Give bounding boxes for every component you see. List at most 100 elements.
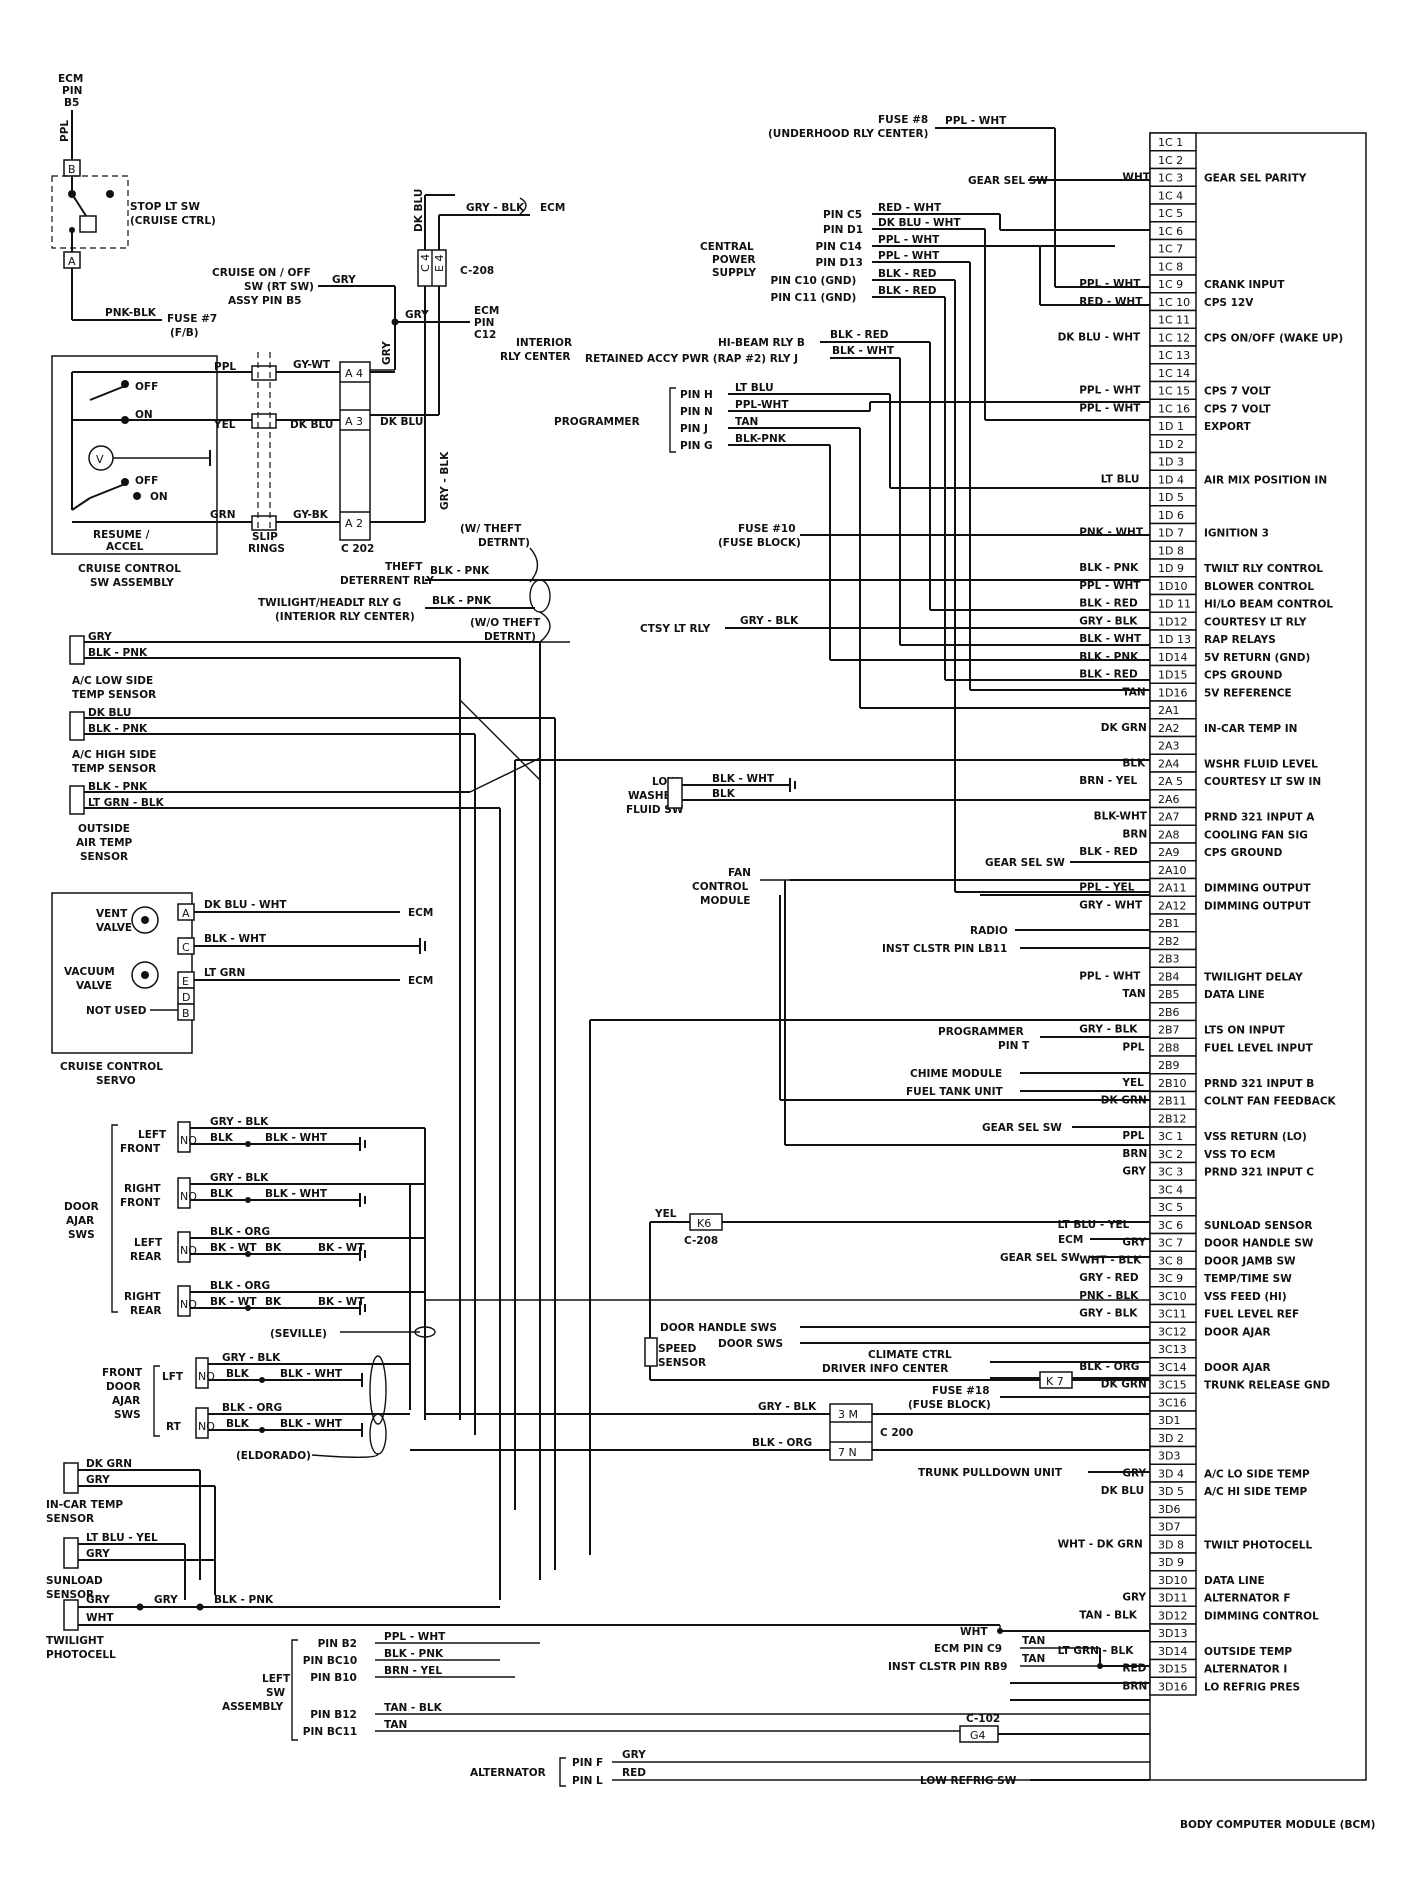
bcm-function-label: CPS GROUND	[1204, 847, 1283, 859]
front-door-wire-label: GRY - BLK	[222, 1352, 281, 1364]
left-sw-pin-label: PIN BC10	[303, 1655, 357, 1667]
twilight-wire-3: BLK - PNK	[214, 1594, 274, 1606]
bcm-function-label: LO REFRIG PRES	[1204, 1681, 1300, 1693]
door-switch	[177, 1177, 191, 1209]
bcm-wire-label: PPL - WHT	[1079, 970, 1141, 982]
bcm-function-label: AIR MIX POSITION IN	[1204, 474, 1327, 486]
bcm-wire-label: PPL - WHT	[1079, 580, 1141, 592]
fuse18-2: (FUSE BLOCK)	[908, 1399, 991, 1411]
w-theft-1: (W/ THEFT	[460, 523, 522, 535]
door-wire-label: GRY - BLK	[210, 1172, 269, 1184]
bcm-wire-label: GRY - RED	[1079, 1272, 1139, 1284]
theft-2: DETERRENT RLY	[340, 575, 434, 587]
servo-pin-d: D	[182, 991, 190, 1004]
bcm-wire-label: BLK - WHT	[1079, 633, 1142, 645]
front-door-1: FRONT	[102, 1367, 143, 1379]
inst-rb9: INST CLSTR PIN RB9	[888, 1661, 1007, 1673]
sunload-wire-1: LT BLU - YEL	[86, 1532, 158, 1544]
bcm-pin-label: 3C15	[1158, 1379, 1187, 1392]
low-refrig-sw: LOW REFRIG SW	[920, 1775, 1017, 1787]
bcm-pin-label: 2B7	[1158, 1024, 1180, 1037]
fan-1: FAN	[728, 867, 751, 879]
chime-module: CHIME MODULE	[910, 1068, 1002, 1080]
bcm-function-label: TRUNK RELEASE GND	[1204, 1380, 1330, 1392]
bcm-pin-label: 2A3	[1158, 740, 1180, 753]
bcm-pin-label: 1D12	[1158, 615, 1187, 628]
hibeam-rly: HI-BEAM RLY B	[718, 337, 805, 349]
right-rear-2: REAR	[130, 1305, 161, 1317]
fuse10-1: FUSE #10	[738, 523, 796, 535]
fuse18-1: FUSE #18	[932, 1385, 990, 1397]
bcm-function-label: VSS RETURN (LO)	[1204, 1131, 1307, 1143]
programmer-wire-label: TAN	[735, 416, 758, 428]
ac-low-label-1: A/C LOW SIDE	[72, 675, 153, 687]
incar-label-2: SENSOR	[46, 1513, 94, 1525]
interior-2: RLY CENTER	[500, 351, 571, 363]
alternator-label: ALTERNATOR	[470, 1767, 546, 1779]
bcm-pin-label: 1D 13	[1158, 633, 1191, 646]
stop-lt-sw-sub: (CRUISE CTRL)	[130, 215, 216, 227]
left-sw-1: LEFT	[262, 1673, 291, 1685]
bcm-wire-label: BLK - RED	[1079, 846, 1138, 858]
cruise-lamp: V	[96, 453, 104, 466]
bcm-wire-label: GRY - BLK	[1079, 615, 1138, 627]
cps-label-3: SUPPLY	[712, 267, 757, 279]
front-door-wire-label: BLK	[226, 1418, 250, 1430]
bcm-function-label: CPS 7 VOLT	[1204, 403, 1271, 415]
front-door-switch-no: NO	[198, 1420, 215, 1433]
sunload-label-1: SUNLOAD	[46, 1575, 103, 1587]
vent-1: VENT	[96, 908, 128, 920]
fuse7-sub: (F/B)	[170, 327, 199, 339]
bcm-wire-label: GRY - BLK	[1079, 1308, 1138, 1320]
prog-t-2: PIN T	[998, 1040, 1030, 1052]
cps-pin-label: PIN C5	[823, 209, 862, 221]
c200-blk-org: BLK - ORG	[752, 1437, 812, 1449]
servo-wire-2: BLK - WHT	[204, 933, 267, 945]
bcm-wire-label: BRN	[1122, 828, 1147, 840]
left-sw-2: SW	[266, 1687, 286, 1699]
front-door-wire-label: BLK	[226, 1368, 250, 1380]
front-door-switch	[195, 1357, 209, 1389]
bcm-pin-label: 1D14	[1158, 651, 1187, 664]
ecm-pin-label-2: PIN	[62, 85, 82, 97]
bcm-pin-label: 1D 4	[1158, 473, 1184, 486]
bcm-wire-label: DK GRN	[1101, 1379, 1147, 1391]
bcm-wire-label: GRY	[1122, 1467, 1146, 1479]
bcm-pin-label: 1C 12	[1158, 331, 1190, 344]
fan-3: MODULE	[700, 895, 750, 907]
incar-wire-2: GRY	[86, 1474, 110, 1486]
cruise-sw-title-1: CRUISE CONTROL	[78, 563, 181, 575]
bcm-pin-label: 3D12	[1158, 1609, 1187, 1622]
left-sw-wire-label: BRN - YEL	[384, 1665, 442, 1677]
cps-wire-label: RED - WHT	[878, 202, 942, 214]
bcm-function-label: DOOR AJAR	[1204, 1326, 1271, 1338]
prog-t-1: PROGRAMMER	[938, 1026, 1024, 1038]
cps-pin-label: PIN D13	[816, 257, 863, 269]
programmer-pin-label: PIN G	[680, 440, 713, 452]
slip-rings-1: SLIP	[252, 531, 278, 543]
outside-label-3: SENSOR	[80, 851, 128, 863]
front-door-wire-label: BLK - ORG	[222, 1402, 282, 1414]
bcm-function-label: 5V RETURN (GND)	[1204, 652, 1310, 664]
bcm-pin-label: 3D15	[1158, 1663, 1187, 1676]
ac-high-label-2: TEMP SENSOR	[72, 763, 156, 775]
bcm-function-label: VSS FEED (HI)	[1204, 1291, 1287, 1303]
twilight-wire-4: WHT	[86, 1612, 114, 1624]
left-rear-1: LEFT	[134, 1237, 163, 1249]
front-door-switch	[195, 1407, 209, 1439]
programmer-pin-label: PIN H	[680, 389, 713, 401]
bcm-pin-label: 1C 2	[1158, 154, 1183, 167]
twilight-rly-2: (INTERIOR RLY CENTER)	[275, 611, 415, 623]
vacuum-1: VACUUM	[64, 966, 115, 978]
connector-a-label: A	[68, 255, 76, 268]
left-sw-wire-label: TAN - BLK	[384, 1702, 443, 1714]
cps-label-1: CENTRAL	[700, 241, 754, 253]
bcm-wire-label: BLK - RED	[1079, 669, 1138, 681]
servo-wire-1: DK BLU - WHT	[204, 899, 287, 911]
bcm-pin-label: 1D16	[1158, 686, 1187, 699]
left-sw-3: ASSEMBLY	[222, 1701, 283, 1713]
cps-wire-label: BLK - RED	[878, 285, 937, 297]
accel-label: ACCEL	[106, 541, 144, 553]
wire-yel-cruise: YEL	[213, 419, 236, 431]
